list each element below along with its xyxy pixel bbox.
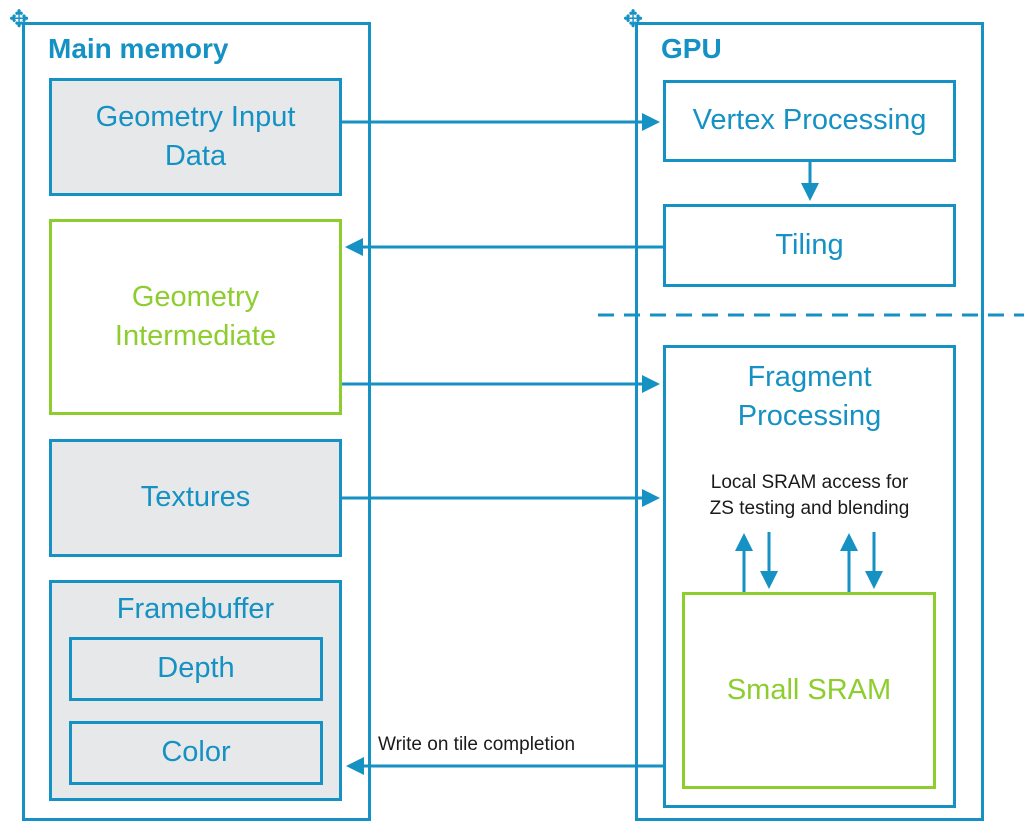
depth-box: Depth <box>69 637 323 701</box>
tiling-label: Tiling <box>775 228 844 261</box>
color-box: Color <box>69 721 323 785</box>
fragment-line1: Fragment <box>747 361 872 393</box>
move-crosshair-icon: ✥ <box>623 6 644 33</box>
small-sram-label: Small SRAM <box>726 673 892 706</box>
geometry-input-line2: Data <box>164 140 227 172</box>
gpu-title: GPU <box>661 33 722 64</box>
fragment-line2: Processing <box>737 400 882 433</box>
fragment-processing-box <box>663 345 956 808</box>
vertex-processing-box: Vertex Processing <box>663 80 956 162</box>
main-memory-title: Main memory <box>48 33 229 64</box>
sram-access-note: Local SRAM access for ZS testing and blen… <box>663 470 956 521</box>
gpu-panel <box>635 22 984 821</box>
geometry-input-line1: Geometry Input <box>95 100 296 133</box>
main-memory-panel <box>22 22 371 821</box>
textures-label: Textures <box>140 481 251 514</box>
small-sram-box: Small SRAM <box>682 592 936 789</box>
color-label: Color <box>161 736 231 769</box>
textures-box: Textures <box>49 439 342 557</box>
write-on-tile-completion-label: Write on tile completion <box>378 734 576 755</box>
vertex-processing-label: Vertex Processing <box>692 104 927 137</box>
depth-label: Depth <box>157 652 235 685</box>
geometry-intermediate-line2: Intermediate <box>114 320 277 352</box>
tiling-box: Tiling <box>663 204 956 287</box>
sram-access-line1: Local SRAM access for <box>710 472 909 493</box>
framebuffer-label: Framebuffer <box>116 593 275 625</box>
geometry-intermediate-line1: Geometry <box>131 280 260 313</box>
sram-access-line2: ZS testing and blending <box>709 497 910 519</box>
